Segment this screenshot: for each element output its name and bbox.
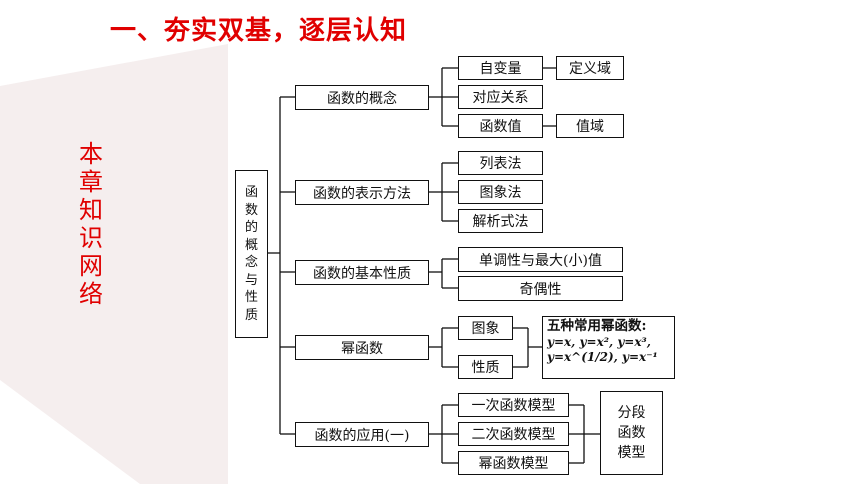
leaf-function-value: 函数值	[458, 114, 543, 138]
root-char: 概	[244, 237, 258, 253]
side-title-char: 本	[79, 140, 103, 168]
side-title: 本 章 知 识 网 络	[74, 140, 108, 308]
root-node: 函 数 的 概 念 与 性 质	[235, 170, 268, 338]
branch-application: 函数的应用(一)	[295, 422, 429, 447]
branch-concept: 函数的概念	[295, 85, 429, 110]
piecewise-line: 模型	[617, 445, 646, 461]
leaf-parity: 奇偶性	[458, 276, 623, 301]
leaf-power-model: 幂函数模型	[458, 451, 569, 475]
root-char: 与	[244, 272, 258, 288]
root-char: 的	[244, 220, 258, 235]
power-functions-line: y=x^(1/2), y=x⁻¹	[547, 350, 658, 364]
side-title-char: 识	[79, 224, 103, 252]
root-char: 质	[244, 307, 258, 323]
leaf-linear-model: 一次函数模型	[458, 393, 569, 417]
root-char: 性	[244, 290, 258, 305]
root-char: 念	[244, 255, 258, 270]
side-title-char: 网	[79, 252, 103, 280]
side-title-char: 络	[79, 280, 103, 308]
branch-power-function: 幂函数	[295, 335, 429, 360]
leaf-power-graph: 图象	[458, 316, 513, 340]
section-heading: 一、夯实双基，逐层认知	[110, 16, 408, 46]
branch-properties: 函数的基本性质	[295, 260, 429, 285]
leaf-analytic-method: 解析式法	[458, 209, 543, 233]
leaf-quadratic-model: 二次函数模型	[458, 422, 569, 446]
power-functions-line: y=x, y=x², y=x³,	[547, 335, 651, 349]
side-title-char: 知	[79, 196, 103, 224]
root-char: 函	[244, 185, 258, 200]
leaf-range: 值域	[556, 114, 624, 138]
leaf-piecewise-model: 分段 函数 模型	[600, 391, 663, 475]
leaf-independent-variable: 自变量	[458, 56, 543, 80]
leaf-domain: 定义域	[556, 56, 624, 80]
piecewise-line: 分段	[617, 405, 646, 421]
power-functions-box: 五种常用幂函数: y=x, y=x², y=x³, y=x^(1/2), y=x…	[542, 316, 675, 379]
leaf-power-property: 性质	[458, 355, 513, 379]
leaf-monotonicity: 单调性与最大(小)值	[458, 247, 623, 272]
leaf-list-method: 列表法	[458, 151, 543, 175]
leaf-graph-method: 图象法	[458, 180, 543, 204]
branch-representation: 函数的表示方法	[295, 180, 429, 205]
root-char: 数	[244, 202, 258, 218]
piecewise-line: 函数	[617, 425, 646, 441]
leaf-correspondence: 对应关系	[458, 85, 543, 109]
power-functions-title: 五种常用幂函数:	[547, 318, 647, 334]
side-title-char: 章	[79, 168, 103, 196]
